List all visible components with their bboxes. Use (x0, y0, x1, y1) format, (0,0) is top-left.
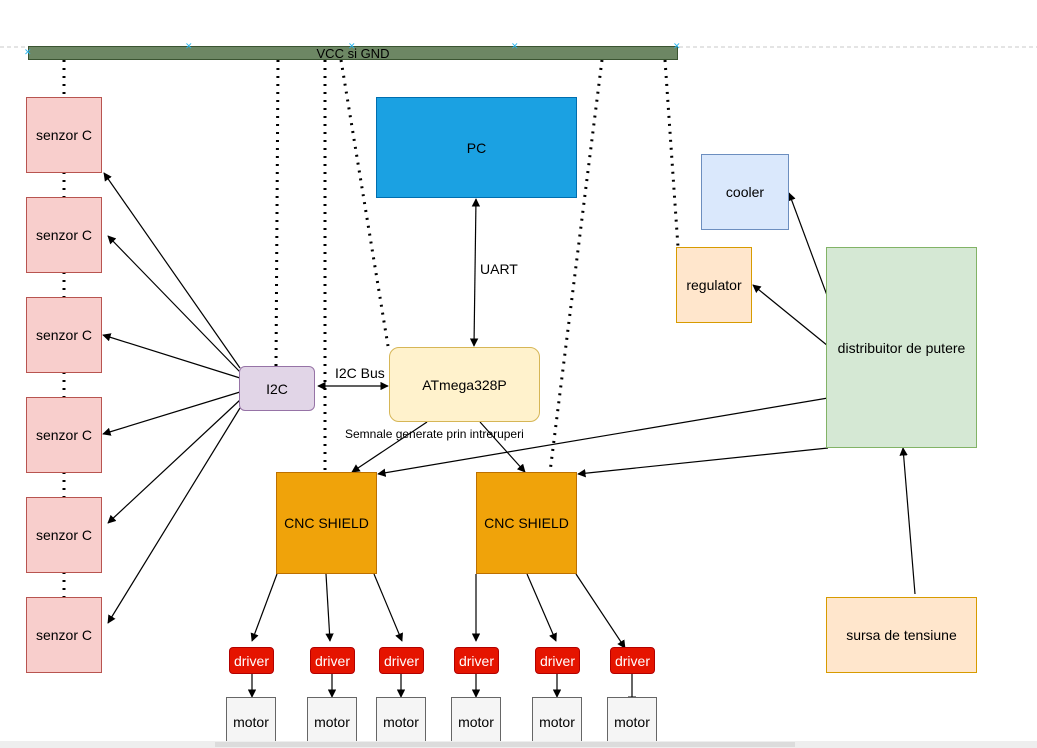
sensor-node[interactable]: senzor C (26, 597, 102, 673)
sensor-node[interactable]: senzor C (26, 497, 102, 573)
power-lines (62, 59, 680, 598)
driver-label: driver (383, 652, 419, 669)
sensor-label: senzor C (35, 527, 93, 543)
driver-label: driver (314, 652, 350, 669)
bus-handle[interactable]: ✕ (185, 41, 193, 51)
driver-node[interactable]: driver (535, 647, 580, 674)
motor-label: motor (314, 714, 350, 730)
shield-driver-links (250, 573, 626, 649)
motor-label: motor (539, 714, 575, 730)
bus-handle[interactable]: ✕ (511, 41, 519, 51)
driver-label: driver (614, 652, 650, 669)
supply-label: sursa de tensiune (846, 627, 957, 643)
i2c-label: I2C (266, 380, 288, 397)
distributor-links (377, 192, 916, 595)
cnc-shield-node[interactable]: CNC SHIELD (276, 472, 377, 574)
mcu-shield-links (351, 421, 526, 473)
interrupts-label: Semnale generate prin intreruperi (345, 427, 524, 441)
motor-node[interactable]: motor (607, 697, 657, 747)
distributor-label: distribuitor de putere (837, 339, 966, 356)
vcc-gnd-bus[interactable]: VCC si GND (28, 46, 678, 60)
cooler-node[interactable]: cooler (701, 154, 789, 230)
regulator-label: regulator (686, 277, 742, 293)
i2c-node[interactable]: I2C (239, 366, 315, 411)
bus-handle[interactable]: ✕ (24, 47, 32, 57)
sensor-label: senzor C (35, 227, 93, 243)
scrollbar-thumb[interactable] (215, 742, 795, 747)
sensor-node[interactable]: senzor C (26, 297, 102, 373)
pc-label: PC (466, 139, 487, 156)
supply-node[interactable]: sursa de tensiune (826, 597, 977, 673)
driver-node[interactable]: driver (454, 647, 499, 674)
cnc-shield-label: CNC SHIELD (484, 515, 569, 531)
motor-node[interactable]: motor (307, 697, 357, 747)
sensor-label: senzor C (35, 327, 93, 343)
motor-node[interactable]: motor (376, 697, 426, 747)
motor-label: motor (233, 714, 269, 730)
motor-label: motor (458, 714, 494, 730)
bus-handle[interactable]: ✕ (673, 41, 681, 51)
driver-node[interactable]: driver (379, 647, 424, 674)
driver-label: driver (458, 652, 494, 669)
sensor-label: senzor C (35, 627, 93, 643)
mcu-node[interactable]: ATmega328P (389, 347, 540, 422)
i2c-sensor-links (102, 172, 241, 624)
driver-label: driver (539, 652, 575, 669)
cooler-label: cooler (725, 184, 765, 200)
cnc-shield-label: CNC SHIELD (284, 515, 369, 531)
i2c-bus-label: I2C Bus (335, 365, 385, 381)
driver-node[interactable]: driver (610, 647, 655, 674)
motor-node[interactable]: motor (451, 697, 501, 747)
pc-node[interactable]: PC (376, 97, 577, 198)
motor-label: motor (614, 714, 650, 730)
mcu-label: ATmega328P (422, 376, 507, 393)
driver-node[interactable]: driver (229, 647, 274, 674)
motor-node[interactable]: motor (532, 697, 582, 747)
cnc-shield-node[interactable]: CNC SHIELD (476, 472, 577, 574)
sensor-node[interactable]: senzor C (26, 97, 102, 173)
driver-node[interactable]: driver (310, 647, 355, 674)
horizontal-scrollbar[interactable] (0, 741, 1037, 748)
distributor-node[interactable]: distribuitor de putere (826, 247, 977, 448)
driver-label: driver (233, 652, 269, 669)
regulator-node[interactable]: regulator (676, 247, 752, 323)
sensor-label: senzor C (35, 427, 93, 443)
uart-label: UART (480, 261, 518, 277)
sensor-node[interactable]: senzor C (26, 397, 102, 473)
bus-handle[interactable]: ✕ (348, 41, 356, 51)
uart-link (469, 198, 481, 347)
bus-label: VCC si GND (316, 45, 390, 61)
sensor-node[interactable]: senzor C (26, 197, 102, 273)
motor-node[interactable]: motor (226, 697, 276, 747)
motor-label: motor (383, 714, 419, 730)
sensor-label: senzor C (35, 127, 93, 143)
